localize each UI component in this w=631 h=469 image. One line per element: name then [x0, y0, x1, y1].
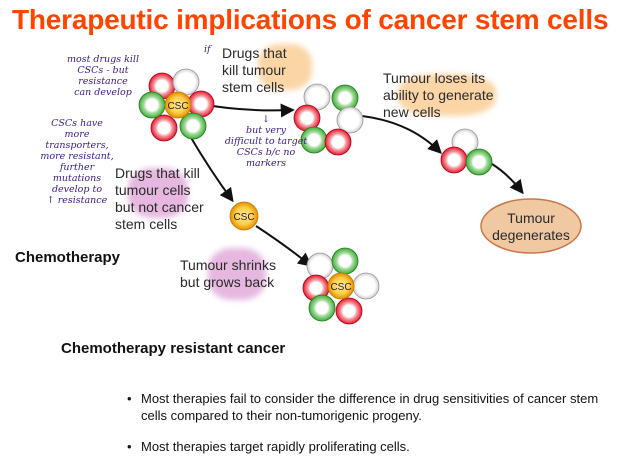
label-degenerates: Tumour degenerates [492, 210, 570, 243]
highlight-drugs-kill-tumour [128, 168, 188, 218]
bullet-list: Most therapies fail to consider the diff… [127, 390, 607, 469]
chemotherapy-heading: Chemotherapy [15, 249, 121, 266]
highlight-drugs-kill-csc [258, 44, 312, 90]
label-drugs-kill-tumour: Drugs that kill tumour cells but not can… [115, 165, 204, 232]
tumour-cluster-small [440, 128, 493, 176]
bullet-item: Most therapies target rapidly proliferat… [127, 438, 607, 455]
bullet-item: Most therapies fail to consider the diff… [127, 390, 607, 424]
slide-title: Therapeutic implications of cancer stem … [12, 4, 609, 35]
arrow-to-regrowth [255, 225, 313, 267]
handwritten-note-transporters: CSCs have more transporters, more resist… [40, 118, 114, 206]
tumour-cluster-regrown [302, 247, 380, 325]
label-loses-ability: Tumour loses its ability to generate new… [383, 70, 494, 120]
highlight-shrinks [208, 248, 266, 300]
csc-survivor [229, 201, 259, 231]
tumour-cluster-no-csc [293, 83, 364, 156]
highlight-loses-ability [398, 74, 496, 116]
degenerates-ellipse [480, 198, 582, 254]
label-shrinks: Tumour shrinks but grows back [180, 257, 276, 290]
handwritten-if: if [204, 44, 211, 55]
resistant-heading: Chemotherapy resistant cancer [61, 340, 286, 357]
csc-label-survivor: CSC [233, 212, 254, 223]
handwritten-note-resistance: most drugs kill CSCs - but resistance ca… [66, 54, 140, 98]
tumour-cluster-initial [138, 68, 215, 142]
csc-label-initial: CSC [167, 101, 188, 112]
csc-label-regrown: CSC [330, 282, 351, 293]
label-drugs-kill-csc: Drugs that kill tumour stem cells [222, 45, 287, 95]
arrow-to-csc-survivor [189, 135, 234, 203]
arrow-to-loses-ability [361, 115, 442, 154]
handwritten-note-markers: ↓ but very difficult to target CSCs b/c … [224, 114, 308, 169]
arrow-to-degenerates [491, 163, 524, 195]
